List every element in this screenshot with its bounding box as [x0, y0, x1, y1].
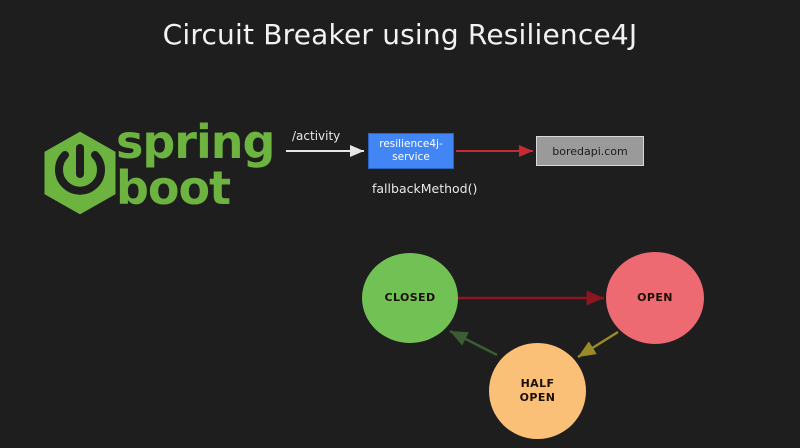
transition-half-open-to-closed — [449, 329, 498, 357]
spring-boot-wordmark: spring boot — [116, 119, 275, 215]
state-closed-label: CLOSED — [384, 291, 436, 304]
fallback-method-label: fallbackMethod() — [372, 181, 478, 196]
resilience4j-service-node[interactable]: resilience4j- service — [368, 133, 454, 169]
state-half-open-label-line1: HALF — [520, 377, 555, 390]
state-half-open[interactable]: HALF OPEN — [489, 343, 586, 439]
boredapi-node[interactable]: boredapi.com — [536, 136, 644, 166]
service-label-line1: resilience4j- — [379, 138, 443, 150]
spring-boot-logo: spring boot — [38, 119, 275, 226]
service-label-line2: service — [392, 151, 430, 163]
spring-leaf-power-icon — [41, 128, 119, 218]
logo-line-boot: boot — [116, 161, 231, 215]
state-closed[interactable]: CLOSED — [362, 253, 458, 343]
request-path-label: /activity — [292, 129, 341, 143]
state-open[interactable]: OPEN — [606, 252, 704, 344]
page-title: Circuit Breaker using Resilience4J — [162, 18, 638, 51]
transition-open-to-half-open — [577, 330, 619, 359]
state-open-label: OPEN — [637, 291, 673, 304]
state-half-open-label-line2: OPEN — [519, 391, 556, 404]
logo-line-spring: spring — [116, 115, 275, 169]
